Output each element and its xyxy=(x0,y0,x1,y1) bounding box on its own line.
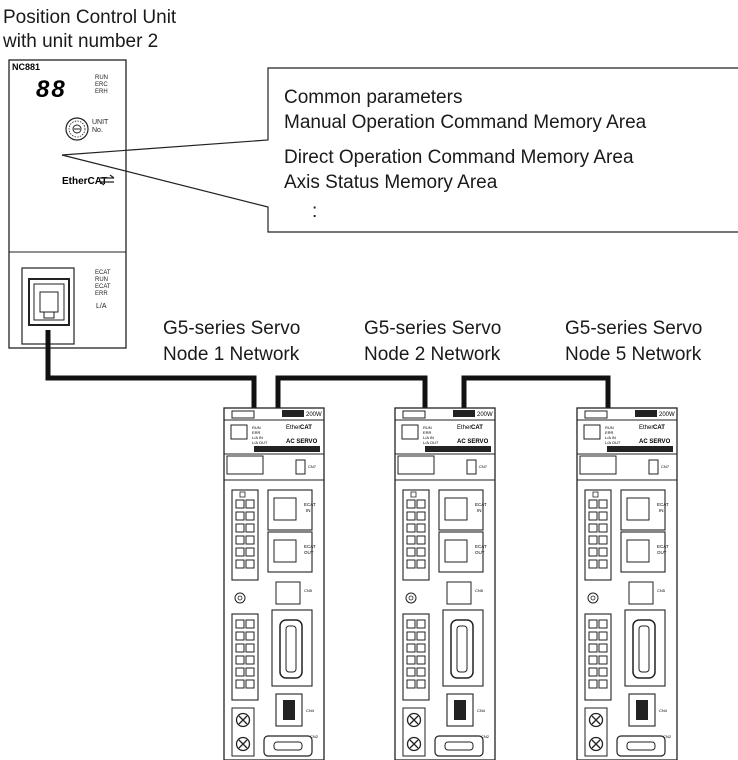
position-control-unit: NC881 88 RUN ERC ERH UNIT No. EtherCAT E… xyxy=(8,59,127,349)
controller-title-line1: Position Control Unit xyxy=(3,7,177,28)
servo-5-label-line2: Node 5 Network xyxy=(565,344,702,365)
controller-title-line2: with unit number 2 xyxy=(3,31,159,52)
port-led-label: ECAT xyxy=(95,284,111,290)
ethercat-cable xyxy=(45,330,611,410)
ethercat-logo: EtherCAT xyxy=(62,176,107,187)
unit-number-rotary-switch-icon xyxy=(65,117,89,141)
port-led-label: ECAT xyxy=(95,270,111,276)
servo-1-label-line1: G5-series Servo xyxy=(163,318,301,339)
callout-box xyxy=(61,67,738,233)
callout-line-3: Direct Operation Command Memory Area xyxy=(284,147,634,168)
led-run-label: RUN xyxy=(95,75,108,81)
servo-drive-node-1 xyxy=(223,407,325,760)
callout-line-2: Manual Operation Command Memory Area xyxy=(284,112,647,133)
unit-no-label: No. xyxy=(92,127,103,134)
led-erh-label: ERH xyxy=(95,89,108,95)
controller-model-label: NC881 xyxy=(12,62,40,72)
servo-drive-node-5 xyxy=(576,407,678,760)
port-led-label: ERR xyxy=(95,291,108,297)
servo-5-label-line1: G5-series Servo xyxy=(565,318,703,339)
servo-1-label-line2: Node 1 Network xyxy=(163,344,300,365)
servo-2-label-line1: G5-series Servo xyxy=(364,318,502,339)
seven-segment-display: 88 xyxy=(36,76,67,103)
callout-line-1: Common parameters xyxy=(284,87,463,108)
servo-drive-node-2 xyxy=(394,407,496,760)
port-led-label: RUN xyxy=(95,277,108,283)
link-activity-label: L/A xyxy=(96,303,107,310)
led-erc-label: ERC xyxy=(95,82,108,88)
callout-line-4: Axis Status Memory Area xyxy=(284,172,498,193)
unit-label: UNIT xyxy=(92,119,109,126)
servo-2-label-line2: Node 2 Network xyxy=(364,344,501,365)
callout-line-5: : xyxy=(312,201,318,222)
